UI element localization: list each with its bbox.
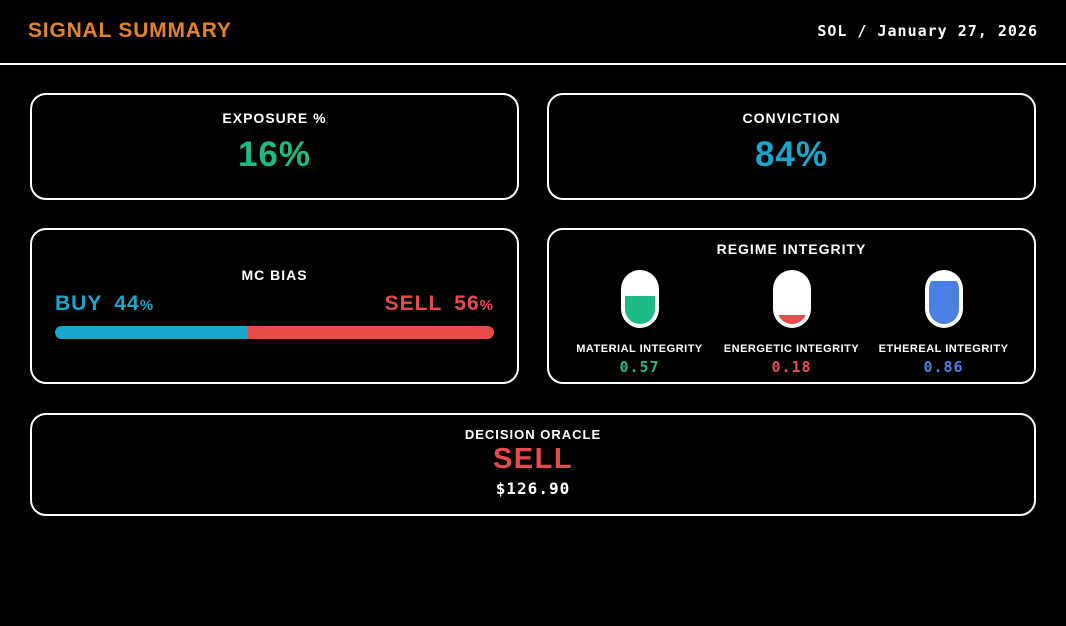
mc-bias-sell-segment (248, 326, 494, 339)
sell-value: 56 (454, 292, 480, 315)
header-divider (0, 63, 1066, 65)
sell-word: SELL (384, 292, 443, 315)
ethereal-integrity-fill (928, 281, 959, 324)
material-integrity-label: MATERIAL INTEGRITY (576, 343, 703, 355)
decision-oracle-title: DECISION ORACLE (464, 427, 602, 442)
exposure-value: 16% (237, 135, 312, 174)
regime-integrity-title: REGIME INTEGRITY (716, 241, 867, 257)
ethereal-integrity-value: 0.86 (923, 358, 964, 376)
energetic-integrity-gauge: ENERGETIC INTEGRITY 0.18 (716, 270, 868, 376)
ethereal-integrity-label: ETHEREAL INTEGRITY (878, 343, 1009, 355)
mc-bias-buy-label: BUY 44% (55, 292, 154, 316)
material-integrity-gauge: MATERIAL INTEGRITY 0.57 (564, 270, 716, 376)
mc-bias-sell-label: SELL 56% (385, 292, 494, 316)
ethereal-integrity-pill-icon (924, 270, 963, 328)
mc-bias-card: MC BIAS BUY 44% SELL 56% (30, 228, 519, 384)
header-asset-date: SOL / January 27, 2026 (817, 22, 1038, 40)
buy-value: 44 (114, 292, 140, 315)
buy-word: BUY (55, 292, 103, 315)
sell-percent-sign: % (479, 297, 494, 314)
conviction-card: CONVICTION 84% (547, 93, 1036, 200)
exposure-title: EXPOSURE % (222, 110, 327, 126)
page-title: SIGNAL SUMMARY (28, 19, 232, 42)
ethereal-integrity-gauge: ETHEREAL INTEGRITY 0.86 (868, 270, 1020, 376)
material-integrity-pill-icon (620, 270, 659, 328)
mc-bias-labels: BUY 44% SELL 56% (55, 292, 494, 316)
mc-bias-title: MC BIAS (241, 267, 308, 283)
material-integrity-fill (624, 295, 655, 324)
conviction-value: 84% (754, 135, 829, 174)
decision-oracle-price: $126.90 (495, 479, 571, 498)
energetic-integrity-value: 0.18 (771, 358, 812, 376)
mc-bias-buy-segment (55, 326, 249, 339)
material-integrity-value: 0.57 (619, 358, 660, 376)
conviction-title: CONVICTION (742, 110, 841, 126)
regime-gauge-row: MATERIAL INTEGRITY 0.57 ENERGETIC INTEGR… (549, 270, 1034, 376)
decision-oracle-card: DECISION ORACLE SELL $126.90 (30, 413, 1036, 516)
regime-integrity-card: REGIME INTEGRITY MATERIAL INTEGRITY 0.57… (547, 228, 1036, 384)
energetic-integrity-fill (776, 315, 807, 324)
energetic-integrity-label: ENERGETIC INTEGRITY (723, 343, 860, 355)
buy-percent-sign: % (139, 297, 155, 314)
exposure-card: EXPOSURE % 16% (30, 93, 519, 200)
decision-oracle-action: SELL (492, 443, 574, 475)
mc-bias-bar (55, 326, 494, 339)
energetic-integrity-pill-icon (772, 270, 811, 328)
